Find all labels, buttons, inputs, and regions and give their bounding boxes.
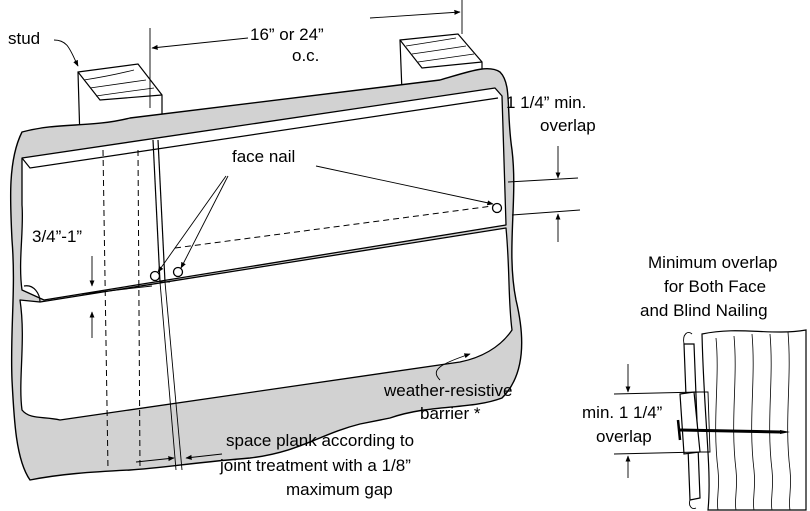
stud-spacing-label: 16” or 24”	[250, 25, 324, 44]
stud-spacing-label-oc: o.c.	[292, 46, 319, 65]
inset-stud	[701, 329, 807, 511]
stud-spacing-dimension	[149, 0, 463, 108]
face-nail-middle	[172, 266, 184, 278]
overlap-label: 1 1/4” min.	[506, 93, 586, 112]
stud-centerline-left	[102, 149, 109, 471]
siding-plank-upper	[19, 87, 507, 301]
barrier-label-2: barrier *	[420, 404, 481, 423]
stud-leader	[53, 39, 79, 67]
gap-label-3: maximum gap	[286, 480, 393, 499]
overlap-label-2: overlap	[540, 116, 596, 135]
inset-title-3: and Blind Nailing	[640, 301, 768, 320]
face-nail-leaders	[157, 165, 494, 273]
stud-centerline-right	[174, 204, 501, 249]
face-nail-label: face nail	[232, 147, 295, 166]
edge-distance-label: 3/4”-1”	[32, 227, 82, 246]
siding-plank-lower	[19, 227, 513, 421]
stud-label: stud	[8, 29, 40, 48]
barrier-label: weather-resistive	[383, 381, 513, 400]
overlap-dimension	[507, 146, 581, 242]
gap-arrow-left	[135, 456, 175, 463]
gap-arrow-right	[185, 453, 223, 460]
inset-title-2: for Both Face	[664, 277, 766, 296]
inset-nail	[676, 419, 790, 441]
face-nail-left	[149, 270, 161, 282]
face-nail-right	[491, 202, 503, 214]
inset-title: Minimum overlap	[648, 253, 777, 272]
barrier-leader	[435, 353, 471, 381]
inset-overlap-dimension	[613, 364, 701, 478]
stud-centerline-left-2	[137, 149, 141, 471]
joint-gap-line-b	[164, 281, 183, 471]
joint-gap-line-a	[159, 281, 177, 471]
inset-overlap-label: min. 1 1/4”	[582, 403, 663, 422]
edge-distance-dimension	[81, 256, 153, 338]
gap-label: space plank according to	[226, 431, 414, 450]
inset-overlap-label-2: overlap	[596, 427, 652, 446]
inset-siding	[679, 332, 711, 509]
gap-label-2: joint treatment with a 1/8”	[219, 456, 411, 475]
